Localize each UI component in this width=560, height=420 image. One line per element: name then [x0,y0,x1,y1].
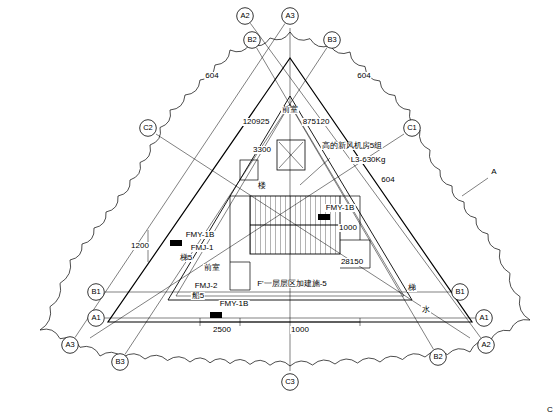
partition [230,196,360,262]
axis-bubble: A3 [61,336,79,354]
axis-label: C1 [403,119,421,137]
plan-label: FMJ-1 [190,244,215,252]
axis-line [156,134,470,338]
axis-bubble: A2 [477,336,495,354]
axis-label: B3 [323,31,341,49]
axis-bubble: A3 [281,7,299,25]
plan-label: 604 [204,72,219,80]
axis-label: B1 [451,283,469,301]
plan-label: 1200 [130,242,150,250]
axis-bubble: C2 [139,119,157,137]
axis-line [105,318,475,319]
plan-label: 水 [421,306,431,314]
plan-label: 604 [356,72,371,80]
axis-line [125,48,327,355]
axis-bubble: B3 [323,31,341,49]
plan-label: 前室 [281,106,299,114]
plan-label: 1000 [290,326,310,334]
axis-label: A3 [281,7,299,25]
plan-label: 1000 [338,224,358,232]
plan-label: FMJ-2 [194,282,219,290]
axis-bubble: C3 [281,373,299,391]
axis-bubble: B2 [243,31,261,49]
axis-line [257,48,434,349]
axis-bubble: A2 [236,7,254,25]
plan-label: 875120 [302,118,331,126]
axis-bubble: A1 [87,309,105,327]
plan-label: 604 [380,176,395,184]
hydrant-box [170,240,182,246]
shaft [240,160,258,180]
leader-line [462,178,488,196]
plan-label: 前室 [203,264,221,272]
axis-label: A3 [61,336,79,354]
axis-label: A2 [236,7,254,25]
axis-label: B3 [111,353,129,371]
plan-label: 高的新风机房5组 [321,142,383,150]
axis-bubble: B3 [111,353,129,371]
axis-label: C3 [281,373,299,391]
elevator-cross [279,142,303,168]
axis-label: A1 [475,309,493,327]
room-wall [230,240,370,290]
elevator [277,140,305,170]
axis-bubble: B2 [429,348,447,366]
leader-line [300,158,330,185]
plan-label: FMY-1B [325,204,356,212]
plan-label: 梯5 [179,254,193,262]
axis-bubble: C1 [403,119,421,137]
axis-label: A2 [477,336,495,354]
axis-label: B1 [87,283,105,301]
plan-label: 28150 [340,258,364,266]
axis-bubble: B1 [87,283,105,301]
stair-divider [250,225,340,226]
axis-bubble: B1 [451,283,469,301]
hydrant-box [318,214,330,220]
axis-label: B2 [429,348,447,366]
site-cloud-outline [40,32,530,366]
axis-line [250,23,480,337]
plan-label: 3300 [252,146,272,154]
hydrant-box [210,312,222,318]
plan-label: 梯 [407,284,417,292]
plan-label: L3-630Kg [350,156,387,164]
axis-label: B2 [243,31,261,49]
plan-label: F'一层层区加建施-5 [256,280,328,288]
plan-label: 120925 [242,118,271,126]
plan-label: 2500 [212,326,232,334]
plan-label: 船5 [191,292,205,300]
plan-label: FMY-1B [185,231,216,239]
plan-label: 楼 [257,182,267,190]
axis-bubble: A1 [475,309,493,327]
axis-line [90,134,404,338]
plan-label: C [546,406,554,414]
plan-label: FMY-1B [219,300,250,308]
plan-label: A [490,168,497,176]
dimension-line [148,230,360,326]
axis-line [105,292,451,293]
axis-label: A1 [87,309,105,327]
axis-line [75,23,285,337]
axis-label: C2 [139,119,157,137]
